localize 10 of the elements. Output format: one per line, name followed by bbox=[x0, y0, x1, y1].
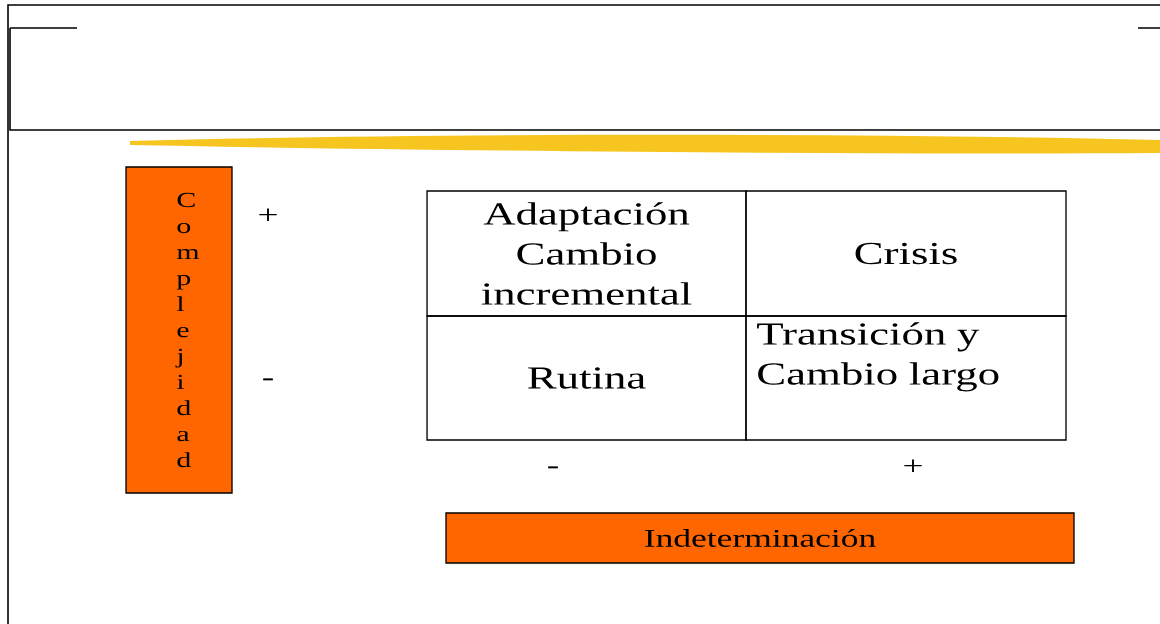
matrix-cell: Adaptación Cambio incremental bbox=[426, 190, 747, 317]
axis-label-box: Complejidad bbox=[125, 166, 233, 494]
axis-sign: + bbox=[904, 459, 922, 472]
matrix-cell: Rutina bbox=[426, 315, 747, 441]
axis-sign: - bbox=[548, 466, 558, 469]
matrix-cell: Transición y Cambio largo bbox=[745, 315, 1067, 441]
axis-label-box: Indeterminación bbox=[445, 512, 1075, 564]
axis-sign: + bbox=[259, 208, 277, 221]
axis-sign: - bbox=[263, 378, 273, 381]
matrix-cell: Crisis bbox=[745, 190, 1067, 317]
